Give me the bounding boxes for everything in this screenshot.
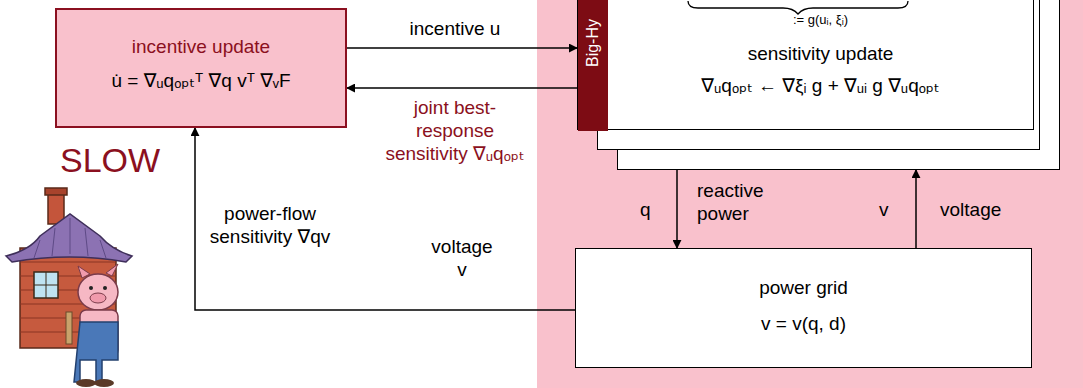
node-heading: Big-Hy <box>583 19 602 67</box>
signal-name: voltage v <box>426 236 498 282</box>
node-heading: incentive update <box>57 36 345 59</box>
node-heading: power grid <box>576 277 1031 300</box>
title-band: Big-Hy <box>578 0 608 131</box>
node-heading: := g(uᵢ, ξᵢ) <box>608 12 1033 28</box>
edge-label: voltage <box>940 199 1030 222</box>
edge-label: power-flow sensitivity ∇qv <box>208 203 332 249</box>
edge-label: joint best-response sensitivity ∇ᵤqₒₚₜ <box>385 97 525 165</box>
signal-name: v <box>879 199 889 222</box>
signal-name: q <box>640 199 651 222</box>
process-box: power grid v = v(q, d) <box>575 248 1032 368</box>
node-text: v = v(q, d) <box>576 313 1031 336</box>
edge-label: reactive power <box>697 180 789 226</box>
edge-label: incentive u <box>390 18 520 41</box>
connector-arrow <box>676 170 678 248</box>
speed-label: SLOW <box>60 140 160 181</box>
connector-arrow <box>347 47 577 49</box>
node-text: sensitivity update <box>608 43 1033 66</box>
process-box: incentive update u̇ = ∇ᵤqₒₚₜᵀ ∇q vᵀ ∇ᵥF <box>55 8 347 128</box>
connector-arrow <box>915 170 917 248</box>
node-text: u̇ = ∇ᵤqₒₚₜᵀ ∇q vᵀ ∇ᵥF <box>57 70 345 93</box>
process-box: := g(uᵢ, ξᵢ) sensitivity update ∇ᵤqₒₚₜ ← ∇… <box>577 0 1034 130</box>
node-text: ∇ᵤqₒₚₜ ← ∇ξᵢ g + ∇ᵤᵢ g ∇ᵤqₒₚₜ <box>608 75 1033 98</box>
connector-arrow <box>347 87 577 89</box>
